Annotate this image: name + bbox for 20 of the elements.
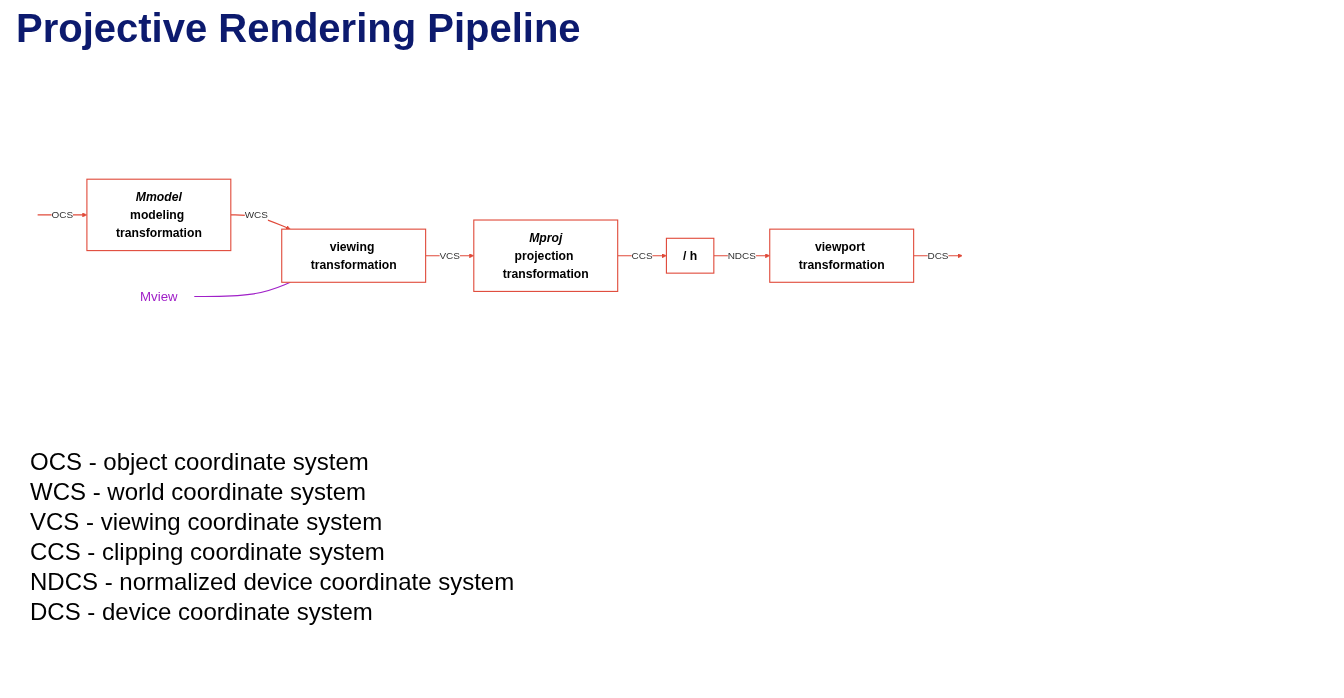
edge-label: OCS [51,209,74,221]
connector [193,281,291,298]
node-box: Mproj projection transformation [473,219,619,292]
edge-label: CCS [631,249,653,261]
legend-text: VCS - viewing coordinate system [30,507,384,537]
edge-label: VCS [439,249,460,261]
node-box: viewing transformation [281,228,427,283]
legend-text: WCS - world coordinate system [30,477,368,507]
legend-text: OCS - object coordinate system [30,447,370,477]
legend-text: CCS - clipping coordinate system [30,537,386,567]
node-box: Mmodel modeling transformation [86,178,232,252]
edge-label: NDCS [727,249,756,261]
node-box: / h [665,237,715,274]
legend-text: NDCS - normalized device coordinate system [30,567,516,597]
title: Projective Rendering Pipeline [16,6,582,51]
node-box: viewport transformation [769,228,915,283]
legend-text: DCS - device coordinate system [30,597,374,627]
edge-label: DCS [927,249,949,261]
node-text: Mview [140,288,178,304]
edge-label: WCS [244,209,268,221]
